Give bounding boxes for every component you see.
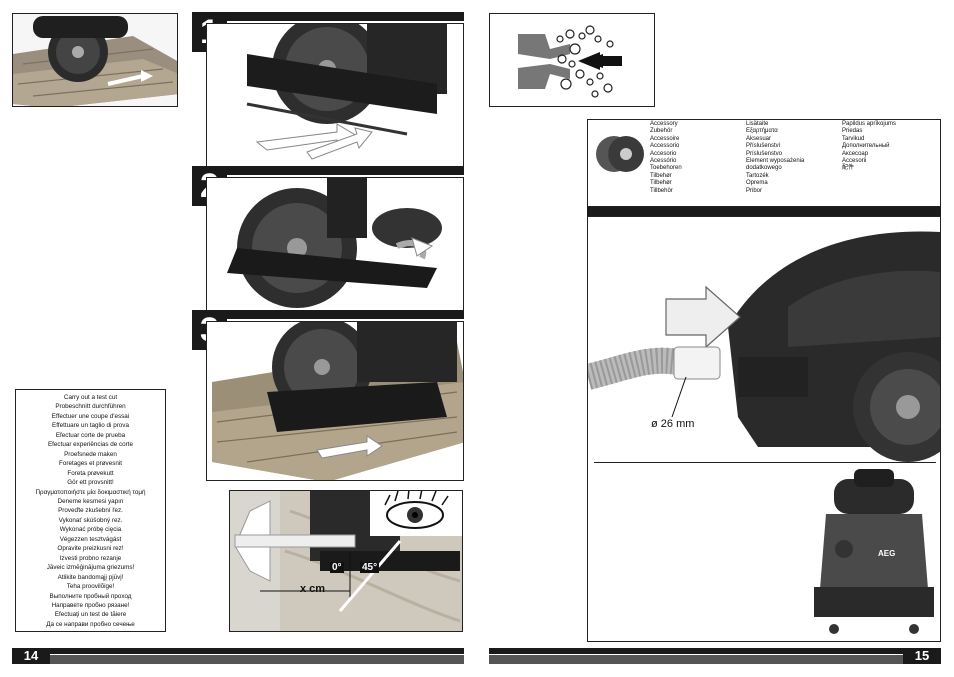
saw-blade-icons xyxy=(596,136,644,172)
accessory-term: Дополнительный xyxy=(842,143,890,150)
lang-line: Atlikite bandomąjį pjūvį! xyxy=(57,573,124,581)
vacuum-cleaner-illustration xyxy=(814,469,934,634)
accessory-col-1: Accessory Zubehör Accessoire Accessorio … xyxy=(650,121,682,195)
accessory-term: Oprema xyxy=(746,180,768,187)
lang-line: Effettuare un taglio di prova xyxy=(52,422,129,430)
footer-bar-left xyxy=(12,655,464,664)
lang-line: Vykonať skúšobný rez. xyxy=(58,516,123,524)
accessory-col-2: Lisätaite Εξαρτήματα Aksesuar Příslušens… xyxy=(746,121,836,195)
saw-step3-illustration xyxy=(212,322,463,480)
accessory-term: Accessoire xyxy=(650,135,680,142)
deg-0-label: 0° xyxy=(330,562,344,573)
accessory-bar xyxy=(587,207,941,216)
lang-line: Выполните пробный проход xyxy=(49,592,132,600)
saw-on-board-photo xyxy=(12,13,178,107)
lang-line: Probeschnitt durchführen xyxy=(55,403,126,411)
accessory-term: Tilbehør xyxy=(650,180,672,187)
accessory-term: Tilbehør xyxy=(650,172,672,179)
cut-line-detail-illustration xyxy=(234,491,462,631)
accessory-term: Tartozék xyxy=(746,172,769,179)
x-cm-label: x cm xyxy=(300,583,326,595)
saw-step2-illustration xyxy=(227,178,442,308)
accessory-term: Toebehoren xyxy=(650,165,682,172)
step-2-image xyxy=(206,177,464,312)
accessory-term: Element wyposażenia dodatkowego xyxy=(746,158,805,172)
step-2-bar xyxy=(227,166,464,175)
accessory-term: Aksesuar xyxy=(746,135,772,142)
accessory-term: Príslušenstvo xyxy=(746,150,783,157)
lang-line: Направете пробно рязане! xyxy=(51,601,130,609)
brand-logo: AEG xyxy=(878,549,896,558)
lang-line: Wykonać próbę cięcia xyxy=(59,526,122,534)
accessory-table: Accessory Zubehör Accessoire Accessorio … xyxy=(587,119,941,207)
step-3-bar xyxy=(227,310,464,319)
accessory-term: Zubehör xyxy=(650,128,673,135)
accessory-term: Аксесоар xyxy=(842,150,869,157)
footer-top-left xyxy=(12,648,464,654)
lang-line: Izvesti probno rezanje xyxy=(59,554,122,562)
step-1-bar xyxy=(227,12,464,21)
hose-diameter-label: ø 26 mm xyxy=(651,418,695,430)
accessory-term: 配件 xyxy=(842,165,855,172)
lang-line: Efectuar corte de prueba xyxy=(55,431,126,439)
accessory-term: Příslušenství xyxy=(746,143,781,150)
saw-step1-illustration xyxy=(246,24,447,167)
lang-line: Teha proovilõige! xyxy=(66,583,115,591)
lang-line: Efectuaţi un test de tăiere xyxy=(54,611,127,619)
cut-line-detail: 0° 45° x cm xyxy=(229,490,463,632)
lang-line: Opravite preizkusni rez! xyxy=(57,545,124,553)
accessory-term: Accessory xyxy=(650,121,678,127)
lang-line: Deneme kesmesi yapın xyxy=(57,497,124,505)
accessory-term: Accessorio xyxy=(650,143,680,150)
page-number-right: 15 xyxy=(903,648,941,664)
lang-line: Πραγματοποιήστε μία δοκιμαστική τομή xyxy=(35,488,146,496)
accessory-term: Accesorio xyxy=(650,150,677,157)
section-divider xyxy=(594,462,936,463)
accessory-term: Pribor xyxy=(746,187,763,194)
deg-45-label: 45° xyxy=(360,562,380,573)
accessory-term: Acessório xyxy=(650,158,677,165)
accessory-term: Papildus aprīkojums xyxy=(842,121,897,127)
accessory-term: Priedas xyxy=(842,128,863,135)
lang-line: Foreta prøvekutt xyxy=(67,469,114,477)
accessory-term: Tillbehör xyxy=(650,187,673,194)
lang-line: Efectuar experiências de corte xyxy=(47,441,134,449)
dust-extraction-symbol xyxy=(489,13,655,107)
accessory-term: Accesorii xyxy=(842,158,867,165)
dust-icon xyxy=(518,25,622,98)
lang-line: Proefsnede maken xyxy=(64,450,117,458)
dust-extraction-panel: ø 26 mm AEG xyxy=(587,216,941,642)
step-3-image xyxy=(206,321,464,481)
accessory-term: Εξαρτήματα xyxy=(746,128,778,135)
footer-top-right xyxy=(489,648,941,654)
lang-line: Gör ett provsnitt! xyxy=(67,479,114,487)
saw-with-hose-illustration xyxy=(588,231,940,462)
saw-on-board-illustration xyxy=(13,16,177,106)
lang-line: Foretages et prøvesnit xyxy=(59,460,122,468)
accessory-term: Lisätaite xyxy=(746,121,769,127)
accessory-col-3: Papildus aprīkojums Priedas Tarvikud Доп… xyxy=(842,121,896,173)
lang-line: Proveďte zkušební řez. xyxy=(58,507,123,515)
accessory-term: Tarvikud xyxy=(842,135,865,142)
lang-line: Végezzen tesztvágást xyxy=(59,535,122,543)
step-1-image xyxy=(206,23,464,168)
lang-line: Effectuer une coupe d'essai xyxy=(51,412,130,420)
page-number-left: 14 xyxy=(12,648,50,664)
test-cut-translations: Carry out a test cut Probeschnitt durchf… xyxy=(15,389,166,632)
lang-line: Carry out a test cut xyxy=(63,394,118,401)
lang-line: Да се направи пробно сечење xyxy=(46,620,135,628)
footer-bar-right xyxy=(489,655,941,664)
lang-line: Jāveic izmēģinājuma griezums! xyxy=(46,564,135,572)
